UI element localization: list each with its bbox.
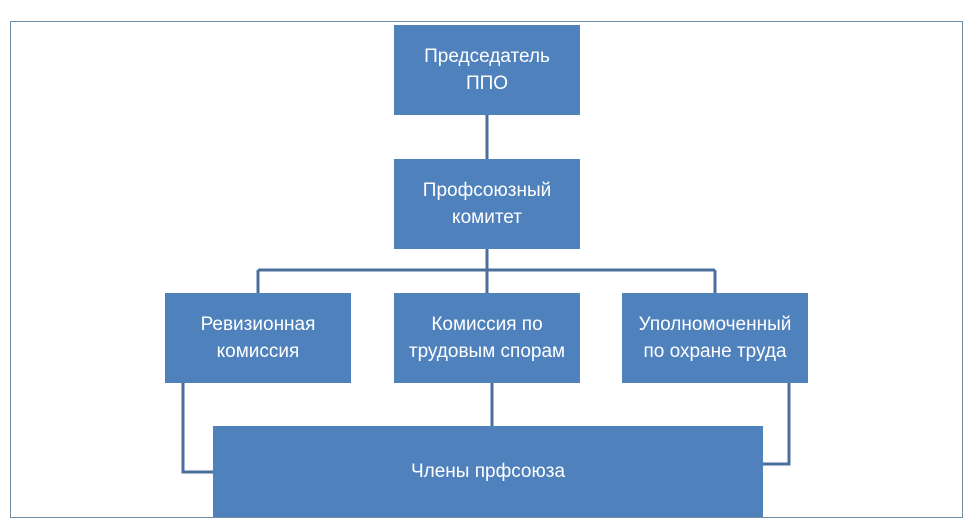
node-labor-disputes-commission: Комиссия по трудовым спорам xyxy=(394,293,580,383)
connector-audit-members xyxy=(181,383,213,474)
node-union-committee: Профсоюзный комитет xyxy=(394,159,580,249)
node-labor-safety-officer: Уполномоченный по охране труда xyxy=(622,293,808,383)
node-chair: Председатель ППО xyxy=(394,25,580,115)
node-audit-commission: Ревизионная комиссия xyxy=(165,293,351,383)
connector-safety-members xyxy=(763,383,791,466)
node-union-members: Члены прфсоюза xyxy=(213,426,763,517)
